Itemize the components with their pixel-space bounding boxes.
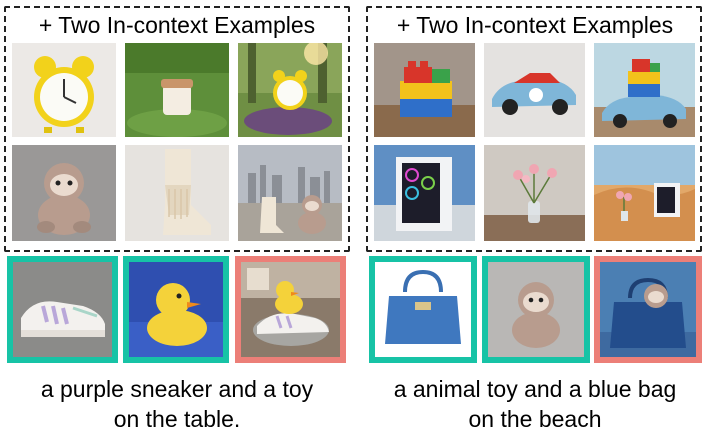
left-examples-heading: + Two In-context Examples [38,12,316,38]
flower-vase-icon [484,145,585,241]
example-image-pc-tower [374,145,475,241]
sloth-icon [488,262,584,357]
example-image-flower-vase [484,145,585,241]
left-examples-frame [4,6,350,252]
input-image-blue-bag [369,256,477,363]
example-image-desert-flowers-pc [594,145,695,241]
boot-icon [125,145,229,241]
right-caption: a animal toy and a blue bag on the beach [362,374,708,434]
sneaker-icon [13,262,112,357]
race-car-icon [484,43,585,137]
input-image-rubber-duck [123,256,229,363]
right-panel: + Two In-context Examples [362,0,708,432]
input-image-sloth [482,256,590,363]
alarm-clock-icon [12,43,116,137]
left-caption: a purple sneaker and a toy on the table. [0,374,354,434]
lego-car-scene-icon [594,43,695,137]
lego-brick-icon [374,43,475,137]
sloth-bag-scene-icon [600,262,696,357]
city-scene-icon [238,145,342,241]
example-image-lego-brick [374,43,475,137]
desert-scene-icon [594,145,695,241]
left-panel: + Two In-context Examples [0,0,354,432]
right-caption-line1: a animal toy and a blue bag [393,376,677,402]
input-image-sneaker [7,256,118,363]
example-image-fringe-boot [125,145,229,241]
sloth-icon [12,145,116,241]
right-examples-heading: + Two In-context Examples [396,12,674,38]
jar-icon [125,43,229,137]
pc-tower-icon [374,145,475,241]
example-image-boot-and-sloth-city [238,145,342,241]
clock-forest-icon [238,43,342,137]
left-caption-line1: a purple sneaker and a toy [40,376,314,402]
example-image-clock-on-cushion [238,43,342,137]
example-image-sloth-toy [12,145,116,241]
handbag-icon [375,262,471,357]
output-image-duck-on-sneaker [235,256,346,363]
example-image-jar-on-grass [125,43,229,137]
right-caption-line2: on the beach [468,406,602,432]
right-examples-frame [366,6,702,252]
example-image-alarm-clock [12,43,116,137]
example-image-toy-race-car [484,43,585,137]
output-image-sloth-in-bag [594,256,702,363]
example-image-lego-on-car [594,43,695,137]
rubber-duck-icon [129,262,223,357]
duck-sneaker-scene-icon [241,262,340,357]
left-caption-line2: on the table. [113,406,241,432]
